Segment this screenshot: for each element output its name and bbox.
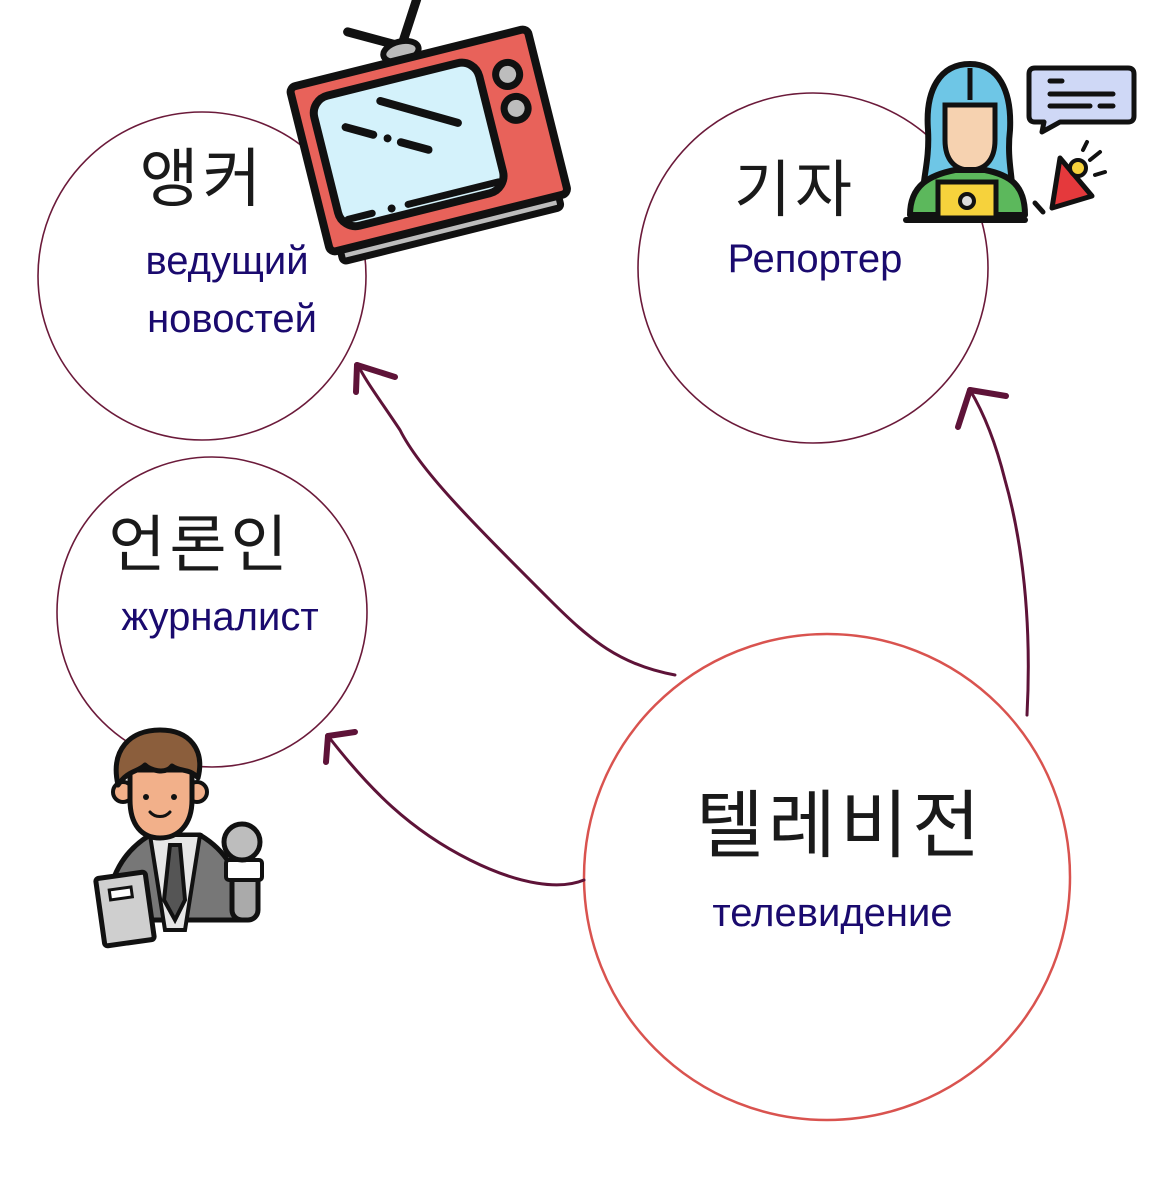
node-journalist-russian: журналист [121,595,319,639]
journalist-man-icon [93,727,264,949]
node-reporter-korean: 기자 [733,153,857,226]
center-circle [582,632,1072,1122]
arrow-to-anchor [353,362,677,677]
node-anchor-russian-line2: новостей [147,297,317,341]
node-journalist-korean: 언론인 [108,508,292,581]
center-korean: 텔레비전 [695,783,985,869]
node-anchor-russian-line1: ведущий [145,239,309,283]
center-russian: телевидение [712,891,953,935]
node-reporter-russian: Репортер [727,237,903,281]
arrow-to-reporter [955,387,1030,717]
retro-tv-icon [286,0,571,265]
node-anchor-korean: 앵커 [139,143,266,217]
node-circle-reporter [637,92,989,444]
node-circle-journalist [56,456,368,768]
node-circle-anchor [37,111,367,441]
reporter-woman-icon [903,61,1137,223]
arrow-to-journalist [323,729,586,887]
